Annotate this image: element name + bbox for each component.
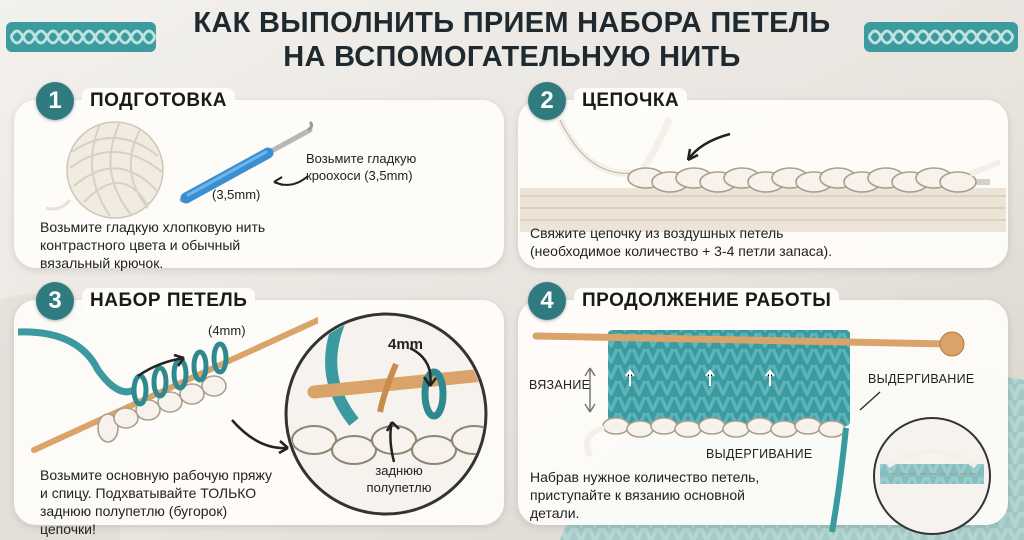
zoom-needle-size: 4mm — [388, 336, 424, 353]
page-title: КАК ВЫПОЛНИТЬ ПРИЕМ НАБОРА ПЕТЕЛЬ НА ВСП… — [0, 6, 1024, 74]
braid-ornament-left — [6, 22, 156, 52]
needle-size-label: (4mm) — [208, 323, 246, 338]
step-3-title: НАБОР ПЕТЕЛЬ — [82, 288, 256, 314]
step-4-header: 4 ПРОДОЛЖЕНИЕ РАБОТЫ — [528, 282, 840, 320]
crochet-hook-icon — [179, 120, 314, 204]
step-4-badge: 4 — [528, 282, 566, 320]
label-pull-bottom: ВЫДЕРГИВАНИЕ — [706, 447, 813, 461]
step-2-header: 2 ЦЕПОЧКА — [528, 82, 688, 120]
arrow-icon — [273, 175, 309, 186]
knitting-fabric-illustration — [532, 330, 991, 535]
step-2-title: ЦЕПОЧКА — [574, 88, 688, 114]
braid-ornament-right — [864, 22, 1018, 52]
title-line-2: НА ВСПОМОГАТЕЛЬНУЮ НИТЬ — [283, 41, 741, 73]
hook-size-label: (3,5mm) — [212, 187, 261, 202]
zoom-note: заднюю полупетлю — [366, 463, 432, 495]
chain-illustration — [520, 116, 1006, 232]
step-1-description: Возьмите гладкую хлопковую нить контраст… — [40, 219, 266, 271]
title-line-1: КАК ВЫПОЛНИТЬ ПРИЕМ НАБОРА ПЕТЕЛЬ — [193, 7, 831, 39]
yarn-ball-icon — [45, 121, 164, 219]
step-4-description: Набрав нужное количество петель, приступ… — [530, 469, 760, 521]
label-knitting: ВЯЗАНИЕ — [529, 378, 591, 392]
needle-cast-on-illustration — [18, 316, 318, 455]
zoom-circle-illustration — [284, 312, 488, 516]
step-1-badge: 1 — [36, 82, 74, 120]
step-1-title: ПОДГОТОВКА — [82, 88, 235, 114]
step-4-title: ПРОДОЛЖЕНИЕ РАБОТЫ — [574, 288, 840, 314]
step-2-badge: 2 — [528, 82, 566, 120]
step-3-description: Возьмите основную рабочую пряжу и спицу.… — [40, 467, 272, 537]
hook-note: Возьмите гладкую кроохоси (3,5mm) — [306, 151, 417, 183]
step-2-description: Свяжите цепочку из воздушных петель (нео… — [530, 225, 833, 259]
label-pull-right: ВЫДЕРГИВАНИЕ — [868, 372, 975, 386]
step-1-header: 1 ПОДГОТОВКА — [36, 82, 235, 120]
step-3-header: 3 НАБОР ПЕТЕЛЬ — [36, 282, 256, 320]
step-3-badge: 3 — [36, 282, 74, 320]
